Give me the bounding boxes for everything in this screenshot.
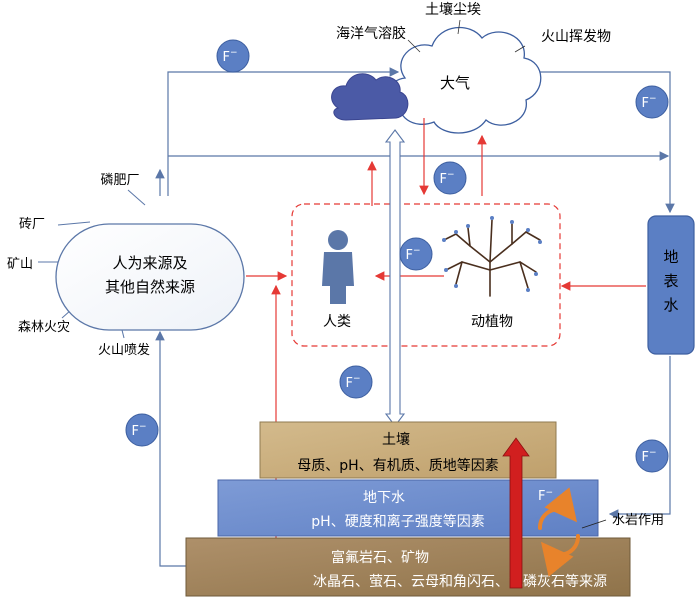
water-rock-pointer — [581, 519, 607, 529]
source-to-atmosphere-line — [167, 67, 400, 196]
cloud-icon — [390, 26, 542, 134]
surface-water-char-2: 表 — [663, 272, 678, 290]
fluoride-badge-top-right: F− — [635, 85, 669, 119]
fluoride-badge-text: F — [131, 424, 138, 439]
fluoride-badge-left: F− — [125, 413, 159, 447]
source-line-1: 人为来源及 — [112, 254, 187, 272]
aerosol-label: 海洋气溶胶 — [336, 25, 406, 42]
tree-icon — [443, 219, 541, 297]
fluoride-badge-text: F — [439, 172, 446, 187]
fluoride-badge-biosphere: F− — [399, 237, 433, 271]
groundwater-factors: pH、硬度和离子强度等因素 — [311, 513, 484, 530]
atmosphere-label: 大气 — [440, 74, 470, 92]
forest-fire-label: 森林火灾 — [18, 319, 70, 335]
rock-title: 富氟岩石、矿物 — [331, 549, 429, 566]
svg-text:F−: F− — [222, 48, 237, 65]
atmosphere-to-surface-water-line — [528, 71, 675, 214]
volcanic-volatiles-label: 火山挥发物 — [541, 29, 611, 45]
surface-water-char-3: 水 — [663, 296, 678, 314]
dark-cloud-icon — [331, 73, 409, 121]
surface-water-char-1: 地 — [663, 248, 678, 266]
water-rock-label: 水岩作用 — [612, 513, 664, 528]
rock-minerals: 冰晶石、萤石、云母和角闪石、氟磷灰石等来源 — [313, 573, 607, 590]
source-line-2: 其他自然来源 — [105, 278, 195, 296]
groundwater-layer: 地下水 pH、硬度和离子强度等因素 — [217, 479, 599, 537]
fluoride-badge-top-left: F− — [216, 39, 250, 73]
fluoride-badge-text: F — [345, 376, 352, 391]
surface-water-to-groundwater-line — [608, 356, 671, 519]
brick-factory-label: 砖厂 — [19, 217, 45, 232]
fluoride-badge-text: F — [405, 248, 412, 263]
groundwater-fluoride-label: F — [538, 489, 545, 504]
svg-text:F−: F− — [538, 488, 553, 504]
phosphate-plant-label: 磷肥厂 — [100, 173, 139, 188]
soil-title: 土壤 — [382, 431, 410, 448]
atmosphere-cloud: 大气 — [390, 26, 542, 134]
cycle-icon — [537, 487, 581, 577]
biosphere-box — [291, 203, 561, 347]
svg-text:F−: F− — [345, 374, 360, 391]
rock-to-source-line — [155, 330, 186, 567]
fluoride-badge-right: F− — [635, 439, 669, 473]
svg-text:F−: F− — [405, 246, 420, 263]
fluoride-badge-text: F — [641, 450, 648, 465]
svg-text:F−: F− — [439, 170, 454, 187]
svg-text:F−: F− — [131, 422, 146, 439]
blue-flow-lines — [155, 67, 675, 567]
svg-text:F−: F− — [641, 448, 656, 465]
source-box: 人为来源及 其他自然来源 — [55, 223, 245, 331]
tree-leaf-dots — [442, 216, 542, 292]
soil-layer: 土壤 母质、pH、有机质、质地等因素 — [259, 421, 557, 479]
volcano-eruption-label: 火山喷发 — [98, 342, 150, 358]
groundwater-title: 地下水 — [363, 490, 405, 506]
soil-atmosphere-exchange-arrow — [384, 129, 406, 427]
fluoride-badge-center-top: F− — [433, 161, 467, 195]
dust-label: 土壤尘埃 — [425, 1, 481, 18]
surface-water-box: 地 表 水 — [647, 215, 695, 355]
fluoride-badge-text: F — [641, 96, 648, 111]
fluoride-badge-text: F — [222, 50, 229, 65]
fluoride-badge-soil-air: F− — [339, 365, 373, 399]
biota-label: 动植物 — [471, 314, 513, 330]
person-icon — [322, 230, 354, 304]
svg-text:F−: F− — [641, 94, 656, 111]
fluoride-release-arrow — [502, 437, 530, 589]
soil-factors: 母质、pH、有机质、质地等因素 — [297, 457, 498, 474]
mine-label: 矿山 — [7, 257, 33, 272]
rock-layer: 富氟岩石、矿物 冰晶石、萤石、云母和角闪石、氟磷灰石等来源 — [185, 537, 631, 597]
humans-label: 人类 — [323, 314, 351, 330]
